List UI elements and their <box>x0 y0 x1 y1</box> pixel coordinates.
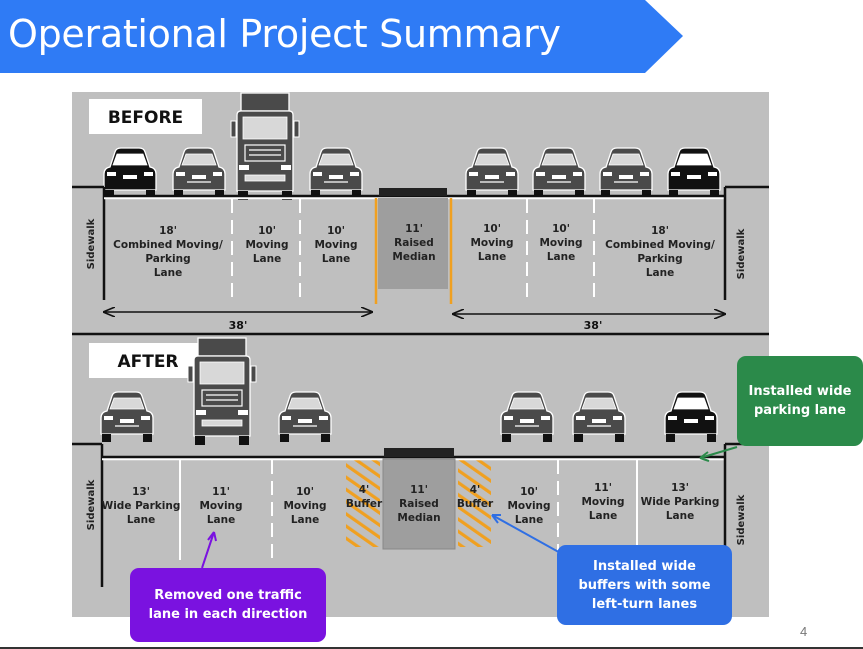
sidewalk-label: Sidewalk <box>86 218 97 269</box>
page-number: 4 <box>800 624 808 639</box>
median-top <box>384 448 454 457</box>
truck-icon <box>187 337 257 446</box>
title-banner <box>0 0 683 73</box>
lane-callout-arrow <box>201 531 215 569</box>
buffer-callout-arrow <box>491 514 565 556</box>
after-label-box <box>89 343 207 378</box>
buffers-callout: Installed wide buffers with some left-tu… <box>557 545 732 625</box>
parking-lane-callout: Installed wide parking lane <box>737 356 863 446</box>
before-label: BEFORE <box>108 108 183 128</box>
truck-icon <box>230 92 300 201</box>
after-label: AFTER <box>117 352 178 372</box>
dimension-label-left: 38' <box>229 319 248 332</box>
lane-removed-callout: Removed one traffic lane in each directi… <box>130 568 326 642</box>
before-label-box <box>89 99 202 134</box>
svg-text:4'Buffer: 4'Buffer <box>346 484 383 510</box>
page-title: Operational Project Summary <box>8 12 561 56</box>
sidewalk-label: Sidewalk <box>86 479 97 530</box>
median-top <box>379 188 447 196</box>
sidewalk-label: Sidewalk <box>736 494 747 545</box>
sidewalk-label: Sidewalk <box>736 228 747 279</box>
footer-divider <box>0 647 863 649</box>
buffer-zone-left <box>346 459 380 547</box>
svg-text:4'Buffer: 4'Buffer <box>457 484 494 510</box>
dimension-label-right: 38' <box>584 319 603 332</box>
raised-median <box>382 458 456 550</box>
buffer-zone-right <box>458 459 491 547</box>
raised-median <box>378 198 448 289</box>
street-cross-section-diagram: BEFORE Sidewalk Sidewalk 18'Combined Mov… <box>72 92 769 617</box>
parking-callout-arrow <box>699 446 738 459</box>
